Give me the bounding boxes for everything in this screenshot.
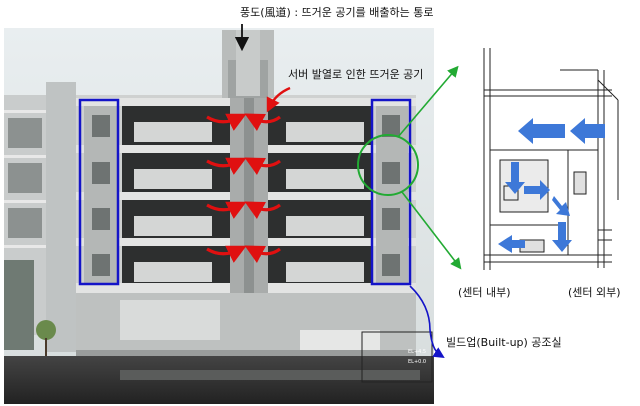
callout-line-top (397, 65, 459, 138)
callout-line-bottom (401, 191, 462, 270)
right-duct-frame (370, 98, 412, 286)
center-inside-label: (센터 내부) (458, 286, 511, 299)
floors (76, 98, 416, 293)
airflow-arrows (498, 118, 605, 253)
builtup-room-label: 빌드업(Built-up) 공조실 (446, 336, 562, 349)
left-duct-frame (78, 98, 120, 286)
server-heat-label: 서버 발열로 인한 뜨거운 공기 (288, 68, 424, 81)
center-outside-label: (센터 외부) (568, 286, 621, 299)
section-detail (478, 48, 619, 272)
heat-arrows (206, 86, 291, 263)
left-neighbour-building (4, 82, 76, 352)
level-mark-upper: EL+4.5 (408, 349, 427, 355)
shaft-label: 풍도(風道) : 뜨거운 공기를 배출하는 통로 (240, 6, 434, 19)
level-mark-lower: EL+0.0 (408, 359, 427, 365)
builtup-room-frame (361, 331, 433, 383)
callout-circle (357, 134, 419, 196)
podium (36, 293, 416, 356)
builtup-pointer-arrow (409, 285, 445, 358)
